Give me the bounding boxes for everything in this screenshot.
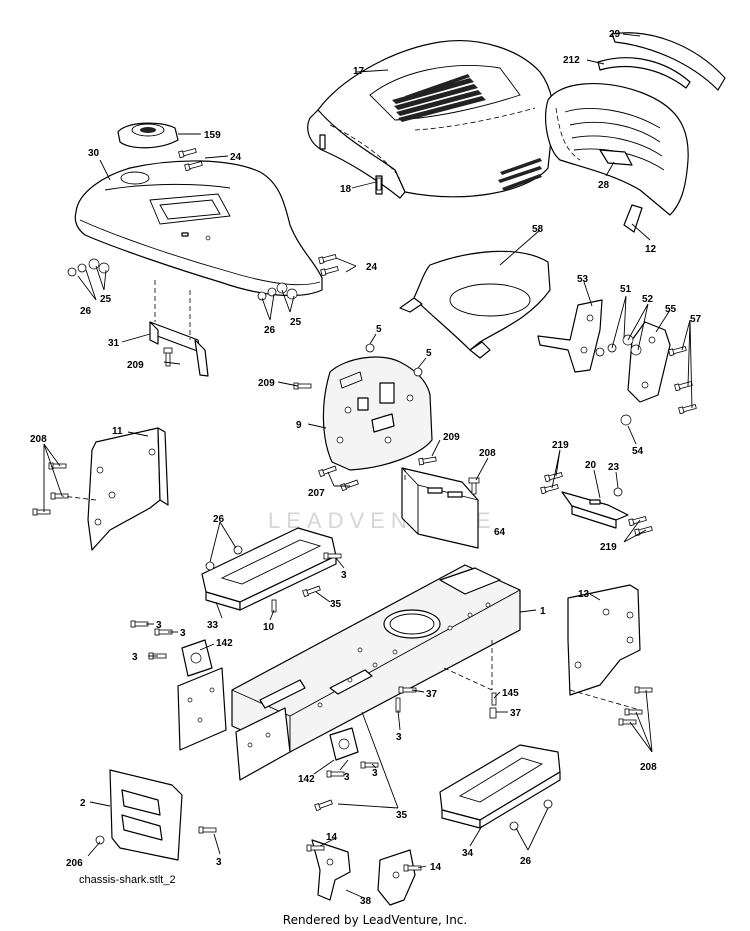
diagram-caption: chassis-shark.stlt_2 bbox=[79, 874, 176, 886]
footrest-part-33[interactable] bbox=[201, 527, 337, 611]
callout-33[interactable]: 33 bbox=[207, 620, 219, 631]
bracket-part-38-left[interactable] bbox=[311, 839, 351, 901]
bracket-part-12[interactable] bbox=[623, 204, 643, 233]
callout-31[interactable]: 31 bbox=[108, 338, 120, 349]
trim-part-212[interactable] bbox=[597, 57, 691, 89]
callout-51[interactable]: 51 bbox=[620, 284, 632, 295]
callout-142-bottom[interactable]: 142 bbox=[298, 774, 315, 785]
callout-3-g[interactable]: 3 bbox=[372, 768, 378, 779]
plate-part-2[interactable] bbox=[109, 769, 183, 861]
footer-credit: Rendered by LeadVenture, Inc. bbox=[282, 913, 468, 927]
callout-25-left[interactable]: 25 bbox=[100, 294, 112, 305]
callout-54[interactable]: 54 bbox=[632, 446, 644, 457]
callout-26-left[interactable]: 26 bbox=[80, 306, 92, 317]
callout-64[interactable]: 64 bbox=[494, 527, 506, 538]
callouts: 159 24 30 17 18 212 29 28 12 26 25 26 25… bbox=[30, 29, 702, 907]
callout-9[interactable]: 9 bbox=[296, 420, 302, 431]
callout-14-right[interactable]: 14 bbox=[430, 862, 442, 873]
callout-208-mid[interactable]: 208 bbox=[479, 448, 496, 459]
shroud-part-58[interactable] bbox=[399, 250, 551, 359]
callout-29[interactable]: 29 bbox=[609, 29, 621, 40]
callout-3-e[interactable]: 3 bbox=[396, 732, 402, 743]
callout-52[interactable]: 52 bbox=[642, 294, 654, 305]
callout-10[interactable]: 10 bbox=[263, 622, 275, 633]
callout-13[interactable]: 13 bbox=[578, 589, 590, 600]
callout-20[interactable]: 20 bbox=[585, 460, 597, 471]
frame-part-1[interactable] bbox=[231, 564, 521, 753]
callout-53[interactable]: 53 bbox=[577, 274, 589, 285]
trim-part-29[interactable] bbox=[611, 32, 726, 91]
callout-2[interactable]: 2 bbox=[80, 798, 86, 809]
callout-208-right[interactable]: 208 bbox=[640, 762, 657, 773]
leader-lines bbox=[43, 33, 693, 899]
callout-219-top[interactable]: 219 bbox=[552, 440, 569, 451]
hitch-part-142-rear[interactable] bbox=[329, 727, 359, 761]
callout-14-left[interactable]: 14 bbox=[326, 832, 338, 843]
callout-3-b[interactable]: 3 bbox=[156, 620, 162, 631]
callout-209-mid[interactable]: 209 bbox=[258, 378, 275, 389]
dash-panel-part-9[interactable] bbox=[322, 356, 433, 471]
callout-11[interactable]: 11 bbox=[112, 426, 123, 437]
callout-38[interactable]: 38 bbox=[360, 896, 372, 907]
callout-23[interactable]: 23 bbox=[608, 462, 620, 473]
callout-34[interactable]: 34 bbox=[462, 848, 474, 859]
callout-206[interactable]: 206 bbox=[66, 858, 83, 869]
callout-25-mid[interactable]: 25 bbox=[290, 317, 302, 328]
callout-142-top[interactable]: 142 bbox=[216, 638, 233, 649]
plate-part-55[interactable] bbox=[627, 321, 671, 403]
callout-5-left[interactable]: 5 bbox=[376, 324, 382, 335]
callout-3-a[interactable]: 3 bbox=[341, 570, 347, 581]
callout-24-right[interactable]: 24 bbox=[366, 262, 378, 273]
callout-3-d[interactable]: 3 bbox=[132, 652, 138, 663]
bracket-part-13[interactable] bbox=[567, 584, 641, 696]
bracket-part-20[interactable] bbox=[561, 491, 629, 529]
bracket-part-38-right[interactable] bbox=[377, 849, 416, 906]
callout-37-a[interactable]: 37 bbox=[426, 689, 438, 700]
callout-26-mid[interactable]: 26 bbox=[264, 325, 276, 336]
frame-side-plate-left[interactable] bbox=[177, 667, 227, 751]
callout-3-h[interactable]: 3 bbox=[216, 857, 222, 868]
callout-12[interactable]: 12 bbox=[645, 244, 657, 255]
callout-35-bottom[interactable]: 35 bbox=[396, 810, 408, 821]
callout-30[interactable]: 30 bbox=[88, 148, 100, 159]
grille-part-28[interactable] bbox=[545, 83, 689, 216]
callout-209-right[interactable]: 209 bbox=[443, 432, 460, 443]
callout-28[interactable]: 28 bbox=[598, 180, 610, 191]
bracket-part-64[interactable] bbox=[401, 467, 479, 549]
callout-17[interactable]: 17 bbox=[353, 66, 365, 77]
bracket-part-31[interactable] bbox=[149, 280, 209, 377]
frame-side-plate-rear[interactable] bbox=[235, 707, 291, 781]
callout-208-left[interactable]: 208 bbox=[30, 434, 47, 445]
callout-5-right[interactable]: 5 bbox=[426, 348, 432, 359]
callout-35-top[interactable]: 35 bbox=[330, 599, 342, 610]
callout-207[interactable]: 207 bbox=[308, 488, 325, 499]
callout-26-footrest-rear[interactable]: 26 bbox=[520, 856, 532, 867]
callout-219-bottom[interactable]: 219 bbox=[600, 542, 617, 553]
callout-24-top[interactable]: 24 bbox=[230, 152, 242, 163]
callout-212[interactable]: 212 bbox=[563, 55, 580, 66]
cupholder-part-159[interactable] bbox=[117, 122, 179, 149]
callout-159[interactable]: 159 bbox=[204, 130, 221, 141]
fender-part-30[interactable] bbox=[74, 160, 323, 297]
callout-58[interactable]: 58 bbox=[532, 224, 544, 235]
callout-3-f[interactable]: 3 bbox=[344, 772, 350, 783]
callout-55[interactable]: 55 bbox=[665, 304, 677, 315]
plate-part-53[interactable] bbox=[537, 299, 603, 373]
callout-26-footrest-front[interactable]: 26 bbox=[213, 514, 225, 525]
callout-18[interactable]: 18 bbox=[340, 184, 352, 195]
callout-57[interactable]: 57 bbox=[690, 314, 702, 325]
assembly-lines bbox=[61, 468, 641, 711]
callout-145[interactable]: 145 bbox=[502, 688, 519, 699]
hood-part-17[interactable] bbox=[307, 40, 555, 199]
hitch-part-142[interactable] bbox=[181, 639, 213, 677]
callout-3-c[interactable]: 3 bbox=[180, 628, 186, 639]
callout-1[interactable]: 1 bbox=[540, 606, 546, 617]
footrest-part-34[interactable] bbox=[439, 744, 561, 829]
callout-209-left[interactable]: 209 bbox=[127, 360, 144, 371]
callout-37-b[interactable]: 37 bbox=[510, 708, 522, 719]
bracket-part-11[interactable] bbox=[87, 427, 169, 551]
